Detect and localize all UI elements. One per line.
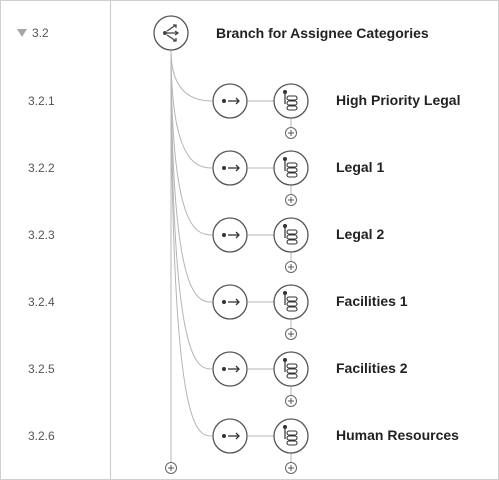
path-arrow-icon[interactable]: [212, 217, 248, 253]
add-step-icon[interactable]: [285, 127, 297, 139]
assign-flow-icon[interactable]: [273, 351, 309, 387]
branch-connector: [170, 49, 213, 370]
branch-label[interactable]: Facilities 2: [336, 360, 408, 376]
root-step-number: 3.2: [32, 26, 49, 40]
branch-step-number: 3.2.2: [28, 161, 55, 175]
branch-step-number: 3.2.4: [28, 295, 55, 309]
path-arrow-icon[interactable]: [212, 284, 248, 320]
assign-flow-icon[interactable]: [273, 284, 309, 320]
branch-step-number: 3.2.6: [28, 429, 55, 443]
branch-step-number: 3.2.5: [28, 362, 55, 376]
collapse-toggle-icon[interactable]: [17, 29, 27, 37]
add-step-icon[interactable]: [285, 462, 297, 474]
branch-connector: [170, 49, 213, 236]
branch-label[interactable]: Legal 1: [336, 159, 385, 175]
branch-connector: [170, 49, 213, 169]
step-number-gutter: [0, 0, 111, 480]
add-step-icon[interactable]: [285, 194, 297, 206]
assign-flow-icon[interactable]: [273, 217, 309, 253]
branch-label[interactable]: Legal 2: [336, 226, 385, 242]
assign-flow-icon[interactable]: [273, 418, 309, 454]
branch-connector: [170, 49, 213, 437]
path-arrow-icon[interactable]: [212, 150, 248, 186]
path-arrow-icon[interactable]: [212, 83, 248, 119]
root-step-label[interactable]: Branch for Assignee Categories: [216, 25, 429, 41]
branch-icon[interactable]: [153, 15, 189, 51]
add-step-icon[interactable]: [285, 328, 297, 340]
branch-label[interactable]: High Priority Legal: [336, 92, 461, 108]
branch-connector: [170, 49, 213, 102]
add-step-icon[interactable]: [285, 261, 297, 273]
branch-step-number: 3.2.3: [28, 228, 55, 242]
branch-label[interactable]: Human Resources: [336, 427, 459, 443]
add-step-icon[interactable]: [285, 395, 297, 407]
path-arrow-icon[interactable]: [212, 351, 248, 387]
add-step-icon[interactable]: [165, 462, 177, 474]
assign-flow-icon[interactable]: [273, 150, 309, 186]
path-arrow-icon[interactable]: [212, 418, 248, 454]
branch-label[interactable]: Facilities 1: [336, 293, 408, 309]
branch-step-number: 3.2.1: [28, 94, 55, 108]
assign-flow-icon[interactable]: [273, 83, 309, 119]
